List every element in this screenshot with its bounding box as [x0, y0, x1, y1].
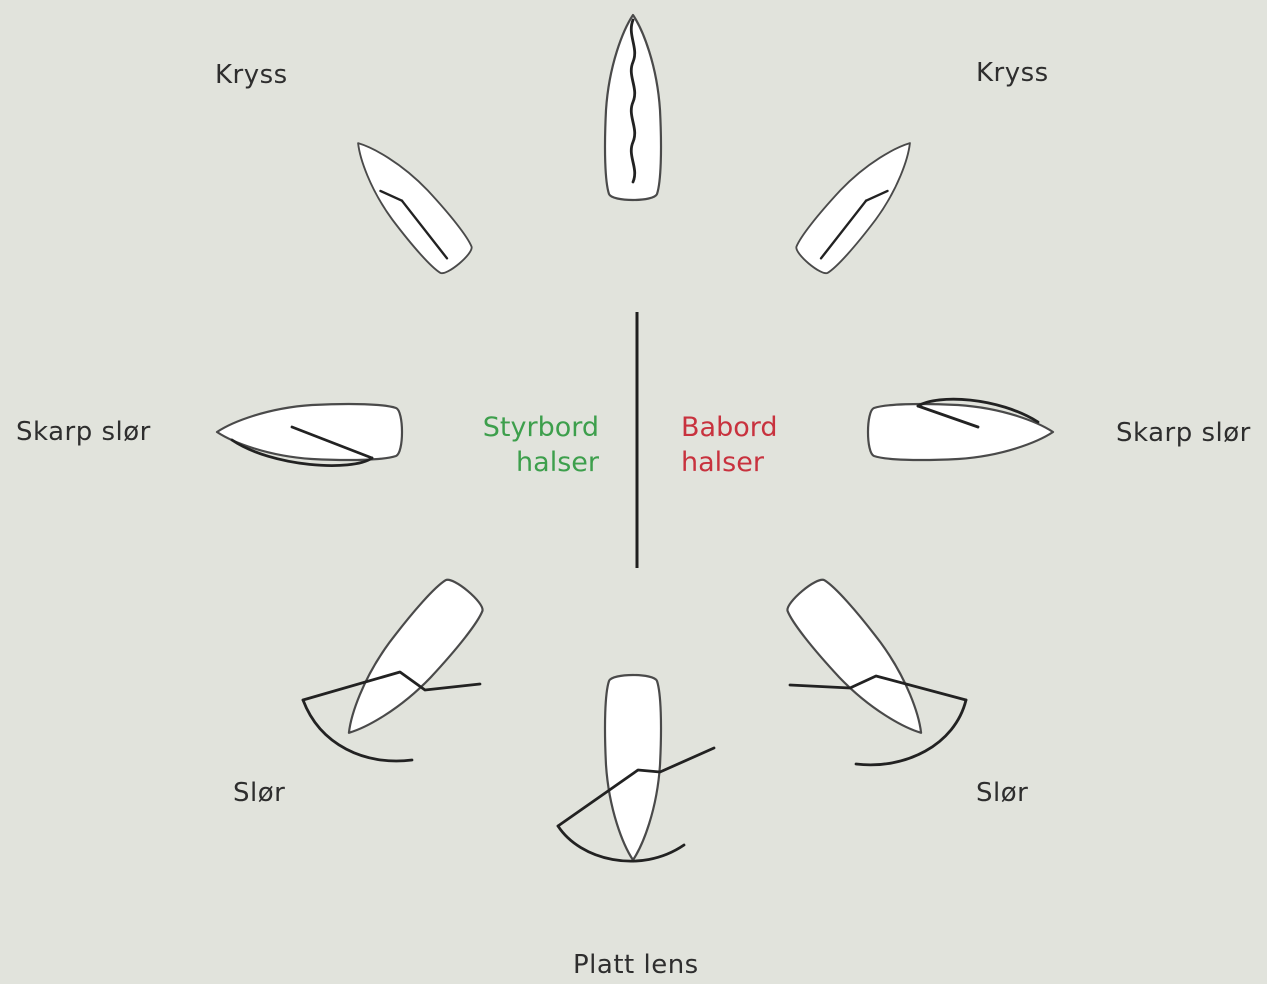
- label-port-tack: Babord halser: [681, 410, 778, 480]
- hull-shape: [217, 404, 402, 460]
- boat-beam-reach-right: [868, 399, 1053, 460]
- boat-close-hauled-right: [791, 128, 929, 279]
- boat-broad-reach-right: [781, 573, 943, 751]
- label-broad-reach-left: Slør: [233, 778, 285, 808]
- label-close-hauled-right: Kryss: [976, 58, 1049, 88]
- label-run: Platt lens: [573, 950, 699, 980]
- boat-beam-reach-left: [217, 404, 402, 466]
- hull-shape: [781, 573, 943, 751]
- hull-shape: [340, 128, 478, 279]
- hull-shape: [791, 128, 929, 279]
- label-close-hauled-left: Kryss: [215, 60, 288, 90]
- hull-shape: [327, 573, 489, 751]
- boat-close-hauled-left: [340, 128, 478, 279]
- hull-shape: [868, 404, 1053, 460]
- hull-shape: [605, 675, 661, 860]
- boat-run: [605, 675, 661, 860]
- label-broad-reach-right: Slør: [976, 778, 1028, 808]
- label-starboard-tack: Styrbord halser: [483, 410, 599, 480]
- boat-broad-reach-left: [327, 573, 489, 751]
- boat-head-to-wind: [605, 15, 661, 200]
- label-beam-reach-right: Skarp slør: [1116, 418, 1251, 448]
- label-beam-reach-left: Skarp slør: [16, 417, 151, 447]
